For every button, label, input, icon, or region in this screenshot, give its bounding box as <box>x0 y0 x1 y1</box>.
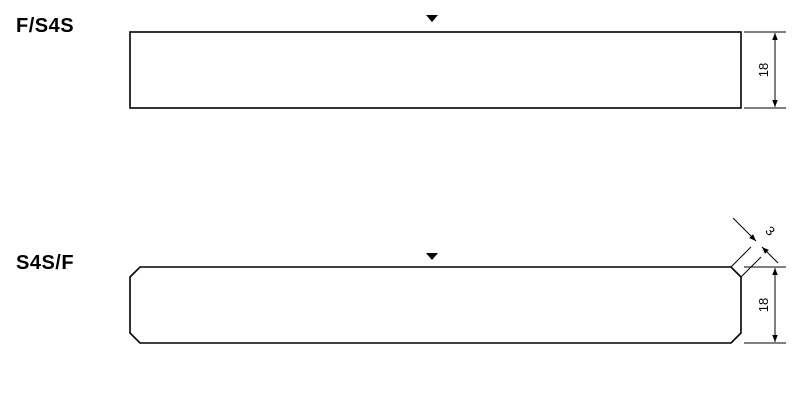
profile-label-s4s-f: S4S/F <box>16 252 75 274</box>
thickness-dimension: 18 <box>744 266 786 344</box>
board-section-chamfered <box>129 266 742 344</box>
thickness-value: 18 <box>756 63 771 77</box>
chamfer-dimension: 3 <box>730 217 779 278</box>
profile-s4s-f: 18 3 <box>129 217 786 344</box>
chamfer-value: 3 <box>762 223 778 239</box>
face-marker-icon <box>426 253 438 260</box>
profile-f-s4s: 18 <box>129 15 786 109</box>
face-marker-icon <box>426 15 438 22</box>
thickness-value: 18 <box>756 298 771 312</box>
profile-label-f-s4s: F/S4S <box>16 15 75 37</box>
board-section-square <box>129 31 742 109</box>
thickness-dimension: 18 <box>744 31 786 109</box>
